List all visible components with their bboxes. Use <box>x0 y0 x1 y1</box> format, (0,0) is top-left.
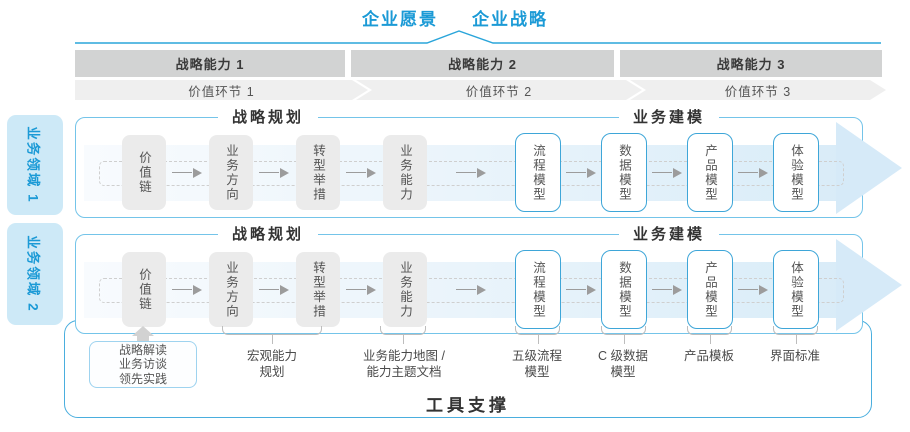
deliverable-data-model: C 级数据 模型 <box>597 349 649 379</box>
right-arrow-icon <box>738 284 768 296</box>
deliverable-capability-map: 业务能力地图 / 能力主题文档 <box>363 349 445 379</box>
box-transformation-initiatives: 转型举措 <box>296 252 340 327</box>
right-arrow-icon <box>346 284 376 296</box>
capability-band-3: 战略能力 3 <box>620 50 882 77</box>
strategy-inputs-box: 战略解读 业务访谈 领先实践 <box>89 341 197 388</box>
domain-tab-1-label: 业务领域 1 <box>26 126 42 204</box>
box-process-model: 流程模型 <box>515 250 561 329</box>
value-link-chevron-2: 价值环节 2 <box>356 80 642 100</box>
right-arrow-icon <box>172 167 202 179</box>
domain-tab-1: 业务领域 1 <box>7 115 63 215</box>
tool-support-title: 工具支撑 <box>426 396 510 415</box>
box-experience-model: 体验模型 <box>773 133 819 212</box>
capability-band-1: 战略能力 1 <box>75 50 345 77</box>
box-value-chain: 价值链 <box>122 135 166 210</box>
domain-row-1: 战略规划 业务建模 价值链 业务方向 转型举措 业务能力 流程模型 数据模型 产… <box>75 107 902 218</box>
right-arrow-icon <box>259 167 289 179</box>
right-arrow-icon <box>566 167 596 179</box>
right-arrow-icon <box>652 167 682 179</box>
box-business-capability: 业务能力 <box>383 252 427 327</box>
box-business-capability: 业务能力 <box>383 135 427 210</box>
planning-header: 战略规划 <box>217 224 319 246</box>
box-data-model: 数据模型 <box>601 250 647 329</box>
right-arrow-icon <box>738 167 768 179</box>
deliverable-process-model: 五级流程 模型 <box>511 349 563 379</box>
deliverable-ui-standard: 界面标准 <box>769 349 821 363</box>
box-business-direction: 业务方向 <box>209 252 253 327</box>
modeling-header: 业务建模 <box>618 107 720 129</box>
box-experience-model: 体验模型 <box>773 250 819 329</box>
dashed-track <box>99 278 844 303</box>
vision-title: 企业愿景 <box>362 10 438 29</box>
domain-tab-2-label: 业务领域 2 <box>26 235 42 313</box>
title-underline-caret <box>75 30 881 44</box>
dashed-track <box>99 161 844 186</box>
right-arrow-icon <box>456 167 486 179</box>
box-transformation-initiatives: 转型举措 <box>296 135 340 210</box>
capability-band-2: 战略能力 2 <box>351 50 614 77</box>
domain-tab-2: 业务领域 2 <box>7 223 63 325</box>
top-title: 企业愿景 企业战略 <box>0 5 910 30</box>
right-arrow-icon <box>456 284 486 296</box>
right-arrow-icon <box>566 284 596 296</box>
planning-header: 战略规划 <box>217 107 319 129</box>
brace-capability-map <box>380 326 426 344</box>
modeling-header: 业务建模 <box>618 224 720 246</box>
deliverable-macro-capability: 宏观能力 规划 <box>246 349 298 379</box>
right-arrow-icon <box>172 284 202 296</box>
box-product-model: 产品模型 <box>687 133 733 212</box>
brace-macro-capability <box>222 326 322 344</box>
flow-arrowhead-icon <box>836 122 902 214</box>
right-arrow-icon <box>652 284 682 296</box>
up-arrow-icon <box>132 326 154 343</box>
value-link-chevron-3: 价值环节 3 <box>630 80 886 100</box>
flow-arrowhead-icon <box>836 239 902 331</box>
domain-row-2: 战略规划 业务建模 价值链 业务方向 转型举措 业务能力 流程模型 数据模型 产… <box>75 224 902 334</box>
box-value-chain: 价值链 <box>122 252 166 327</box>
box-business-direction: 业务方向 <box>209 135 253 210</box>
brace-data-model <box>601 326 646 344</box>
strategy-title: 企业战略 <box>472 10 548 29</box>
tool-support-container <box>64 320 872 418</box>
value-link-chevron-1: 价值环节 1 <box>75 80 368 100</box>
box-process-model: 流程模型 <box>515 133 561 212</box>
right-arrow-icon <box>259 284 289 296</box>
box-product-model: 产品模型 <box>687 250 733 329</box>
box-data-model: 数据模型 <box>601 133 647 212</box>
right-arrow-icon <box>346 167 376 179</box>
deliverable-product-template: 产品模板 <box>683 349 735 363</box>
brace-product-template <box>687 326 732 344</box>
brace-ui-standard <box>773 326 818 344</box>
brace-process-model <box>515 326 560 344</box>
